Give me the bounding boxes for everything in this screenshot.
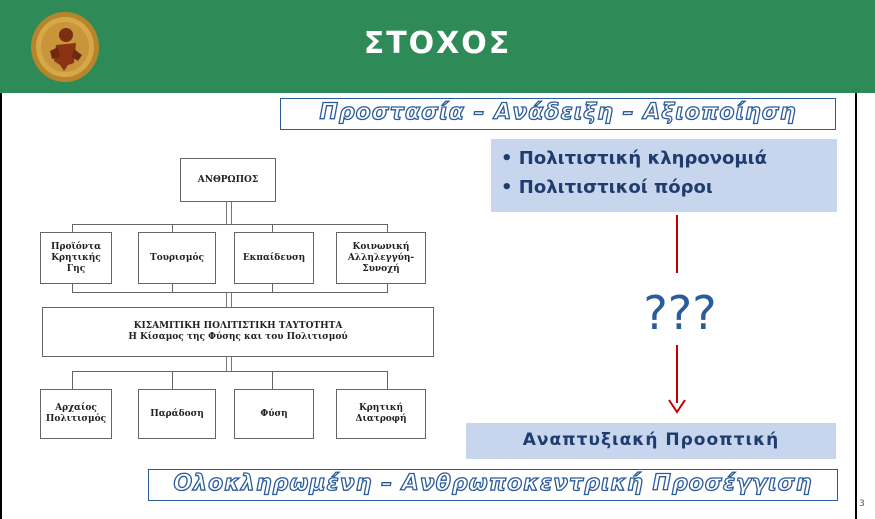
diagram-line — [272, 224, 273, 232]
identity-title: ΚΙΣΑΜΙΤΙΚΗ ΠΟΛΙΤΙΣΤΙΚΗ ΤΑΥΤΟΤΗΤΑ — [133, 321, 343, 331]
diagram-connector — [226, 202, 232, 224]
diagram-line — [387, 284, 388, 292]
diagram-line — [272, 371, 273, 389]
diagram-node-identity: ΚΙΣΑΜΙΤΙΚΗ ΠΟΛΙΤΙΣΤΙΚΗ ΤΑΥΤΟΤΗΤΑ Η Κίσαμ… — [42, 307, 434, 357]
diagram-line — [72, 224, 73, 232]
resources-panel: • Πολιτιστική κληρονομιά • Πολιτιστικοί … — [491, 139, 837, 212]
slide-title: ΣΤΟΧΟΣ — [363, 26, 512, 61]
identity-diagram: ΑΝΘΡΩΠΟΣ Προϊόντα Κρητικής Γης Τουρισμός… — [32, 150, 464, 460]
diagram-line — [72, 371, 73, 389]
outcome-panel: Αναπτυξιακή Προοπτική — [466, 423, 836, 459]
identity-subtitle: Η Κίσαμος της Φύσης και του Πολιτισμού — [128, 332, 348, 342]
diagram-node-ancient: Αρχαίος Πολιτισμός — [40, 389, 112, 439]
right-border — [855, 93, 857, 519]
diagram-line — [72, 284, 73, 292]
bottom-banner-text: Ολοκληρωμένη – Ανθρωποκεντρική Προσέγγισ… — [173, 470, 813, 496]
diagram-line — [272, 284, 273, 292]
diagram-node-diet: Κρητική Διατροφή — [336, 389, 426, 439]
top-banner: Προστασία – Ανάδειξη – Αξιοποίηση — [280, 98, 836, 130]
top-banner-text: Προστασία – Ανάδειξη – Αξιοποίηση — [319, 99, 797, 125]
outcome-text: Αναπτυξιακή Προοπτική — [522, 430, 780, 450]
diagram-node-human: ΑΝΘΡΩΠΟΣ — [180, 158, 276, 202]
diagram-node-tourism: Τουρισμός — [138, 232, 216, 284]
bottom-banner: Ολοκληρωμένη – Ανθρωποκεντρική Προσέγγισ… — [148, 469, 838, 501]
diagram-line — [387, 224, 388, 232]
resource-item: • Πολιτιστικοί πόροι — [501, 177, 713, 198]
arrow-line-lower — [676, 345, 678, 403]
arrow-line-upper — [676, 215, 678, 273]
diagram-node-education: Εκπαίδευση — [234, 232, 314, 284]
diagram-line — [172, 371, 173, 389]
resource-item: • Πολιτιστική κληρονομιά — [501, 148, 767, 169]
diagram-line — [72, 371, 388, 372]
left-border — [0, 93, 2, 519]
diagram-line — [387, 371, 388, 389]
question-marks: ??? — [643, 286, 717, 340]
diagram-line — [72, 224, 388, 225]
diagram-node-nature: Φύση — [234, 389, 314, 439]
diagram-node-products: Προϊόντα Κρητικής Γης — [40, 232, 112, 284]
diagram-line — [72, 292, 388, 293]
diagram-node-solidarity: Κοινωνική Αλληλεγγύη-Συνοχή — [336, 232, 426, 284]
university-seal-icon — [31, 12, 99, 82]
arrow-down-icon — [668, 399, 686, 414]
diagram-connector — [226, 293, 232, 307]
diagram-node-tradition: Παράδοση — [138, 389, 216, 439]
header-bar: ΣΤΟΧΟΣ — [0, 0, 875, 93]
diagram-line — [172, 284, 173, 292]
diagram-connector — [226, 357, 232, 371]
page-number: 3 — [859, 499, 865, 509]
diagram-line — [172, 224, 173, 232]
